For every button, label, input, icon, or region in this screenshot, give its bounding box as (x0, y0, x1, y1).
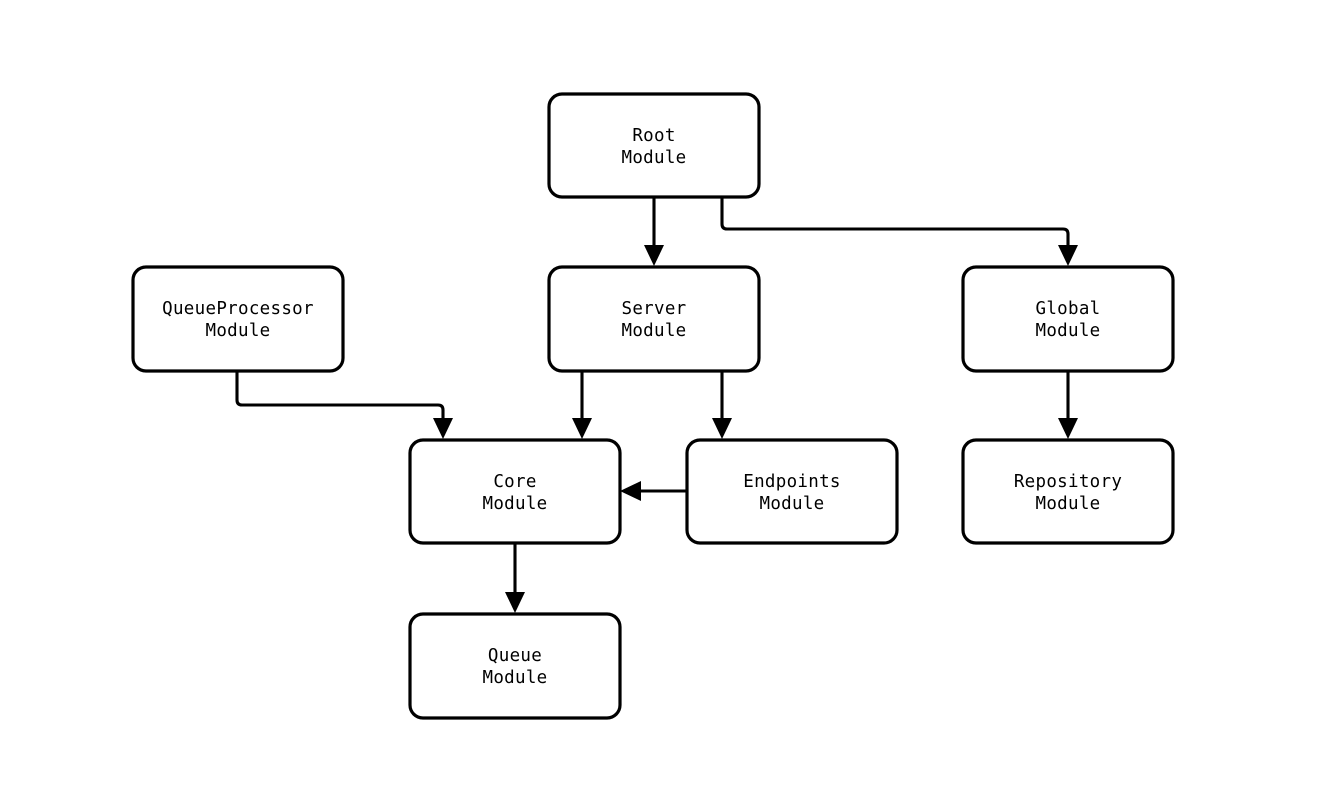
arrowhead-down-icon (505, 592, 525, 613)
node-layer: Root Module QueueProcessor Module Server… (131, 92, 1175, 720)
node-box[interactable] (547, 265, 761, 373)
node-label-line1: Queue (488, 646, 542, 666)
edge-layer (235, 197, 1078, 613)
node-box[interactable] (408, 438, 622, 545)
node-core-module[interactable]: Core Module (408, 438, 622, 545)
node-label-line1: Server (621, 299, 686, 319)
node-global-module[interactable]: Global Module (961, 265, 1175, 373)
node-box[interactable] (131, 265, 345, 373)
node-box[interactable] (547, 92, 761, 199)
arrowhead-down-icon (1058, 418, 1078, 439)
edge-root-to-server (644, 197, 664, 266)
edge-queueprocessor-to-core (235, 371, 453, 439)
node-label-line2: Module (482, 668, 547, 688)
node-box[interactable] (685, 438, 899, 545)
edge-endpoints-to-core (620, 481, 687, 501)
node-label-line1: Core (493, 472, 536, 492)
node-box[interactable] (408, 612, 622, 720)
arrowhead-down-icon (1058, 245, 1078, 266)
edge-root-to-global (720, 197, 1078, 266)
node-server-module[interactable]: Server Module (547, 265, 761, 373)
arrowhead-down-icon (644, 245, 664, 266)
node-label-line1: Endpoints (743, 472, 841, 492)
arrowhead-left-icon (620, 481, 641, 501)
node-repository-module[interactable]: Repository Module (961, 438, 1175, 545)
node-root-module[interactable]: Root Module (547, 92, 761, 199)
node-label-line2: Module (1035, 494, 1100, 514)
node-label-line2: Module (759, 494, 824, 514)
node-label-line1: QueueProcessor (162, 299, 314, 319)
node-label-line1: Repository (1014, 472, 1122, 492)
edge-core-to-queue (505, 543, 525, 613)
node-label-line2: Module (205, 321, 270, 341)
edge-server-to-endpoints (712, 371, 732, 439)
node-label-line2: Module (621, 148, 686, 168)
node-queueprocessor-module[interactable]: QueueProcessor Module (131, 265, 345, 373)
edge-line (235, 371, 445, 423)
node-endpoints-module[interactable]: Endpoints Module (685, 438, 899, 545)
edge-server-to-core (572, 371, 592, 439)
edge-line (720, 197, 1070, 250)
node-queue-module[interactable]: Queue Module (408, 612, 622, 720)
node-box[interactable] (961, 438, 1175, 545)
node-box[interactable] (961, 265, 1175, 373)
arrowhead-down-icon (572, 418, 592, 439)
arrowhead-down-icon (712, 418, 732, 439)
node-label-line1: Global (1035, 299, 1100, 319)
edge-global-to-repository (1058, 371, 1078, 439)
node-label-line2: Module (621, 321, 686, 341)
node-label-line2: Module (482, 494, 547, 514)
node-label-line1: Root (632, 126, 675, 146)
node-label-line2: Module (1035, 321, 1100, 341)
arrowhead-down-icon (433, 418, 453, 439)
